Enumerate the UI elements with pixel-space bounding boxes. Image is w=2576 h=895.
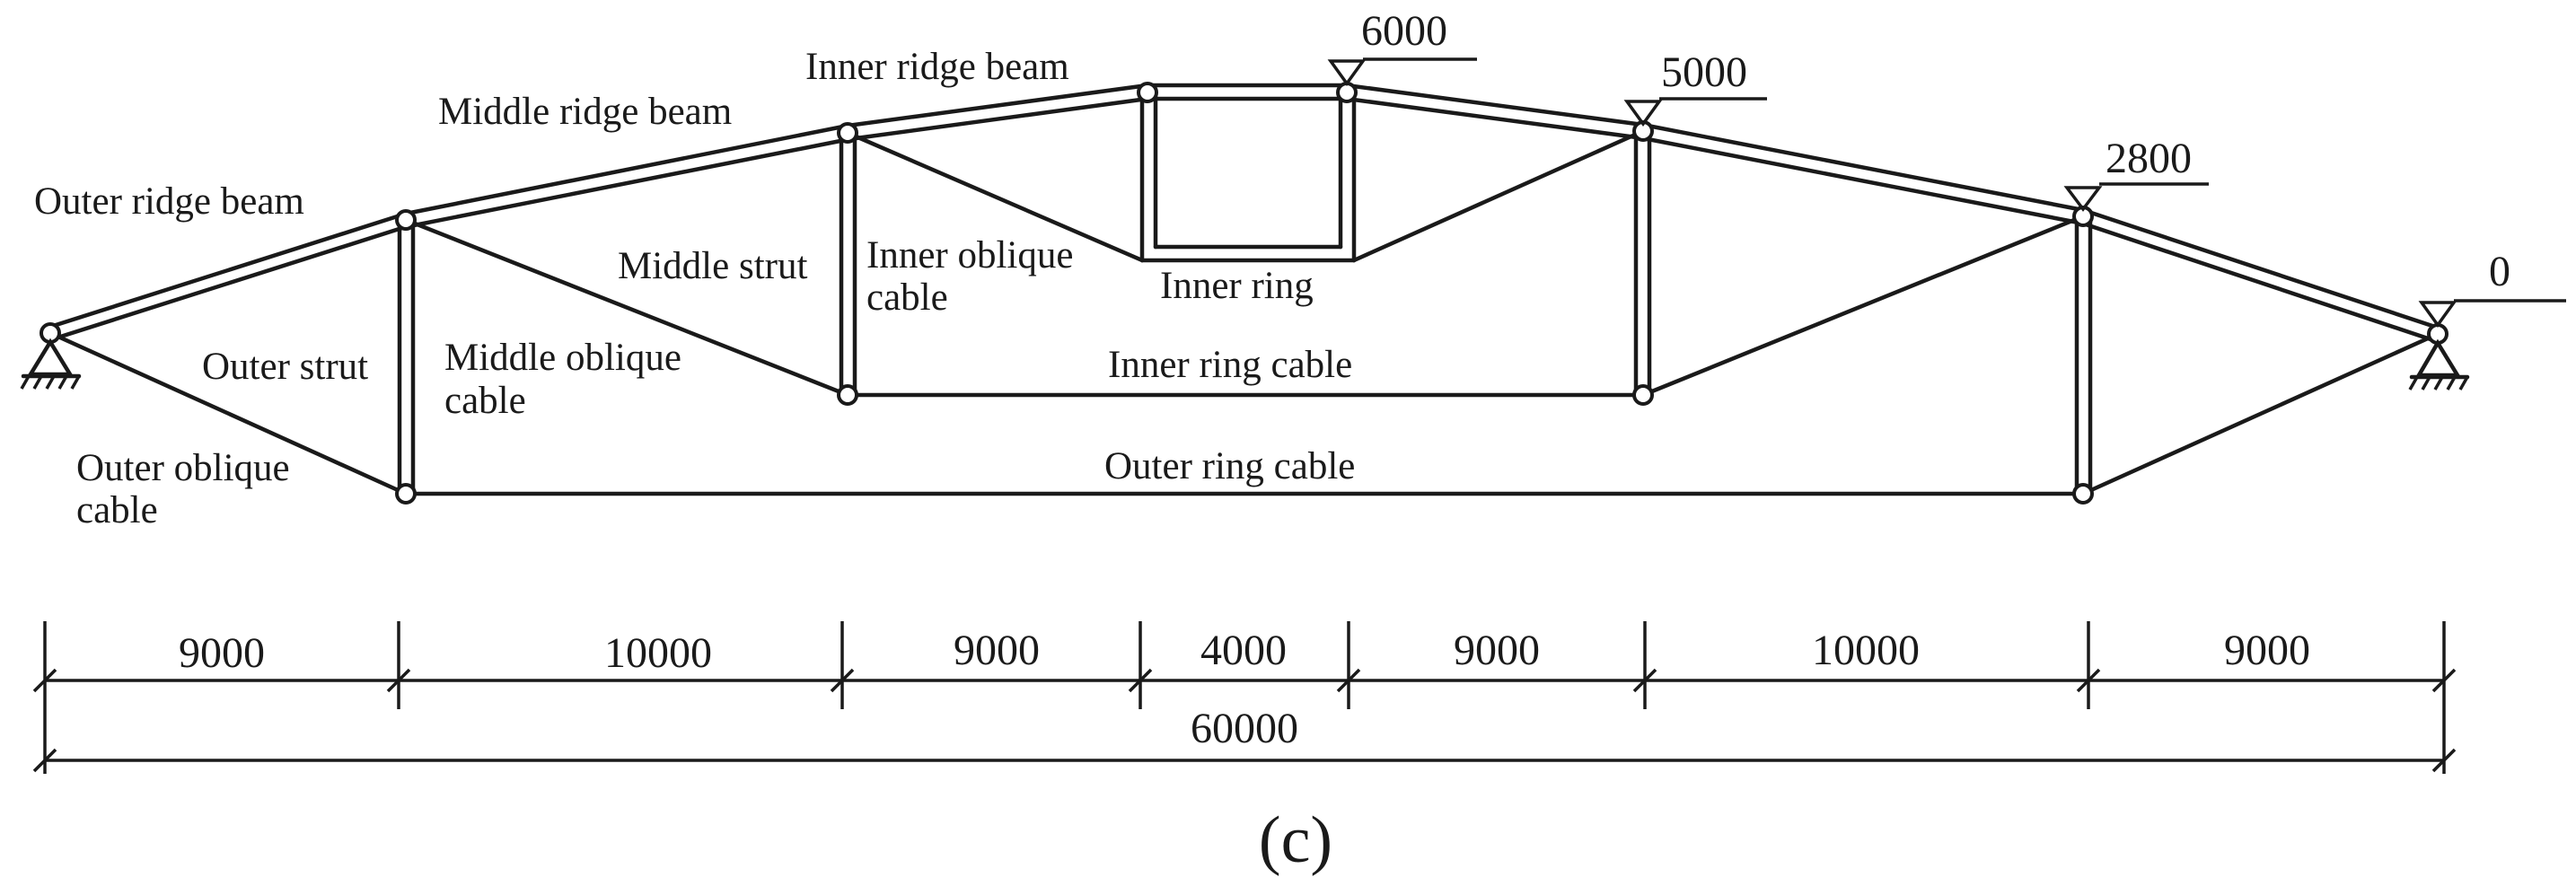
dimension-span-1: 9000	[179, 629, 265, 677]
label-inner-oblique-cable-2: cable	[866, 276, 948, 319]
inner-ridge-beam	[845, 83, 1350, 142]
label-outer-strut: Outer strut	[202, 346, 368, 388]
label-inner-ring: Inner ring	[1160, 265, 1314, 307]
inner-oblique-cable-right	[1351, 128, 1646, 263]
support-left	[20, 338, 82, 390]
middle-ridge-beam-right	[1344, 83, 1646, 141]
outer-strut-left	[397, 218, 416, 496]
dimension-total: 60000	[1191, 705, 1298, 752]
dimension-span-4: 4000	[1200, 627, 1287, 674]
elevation-label-support: 0	[2489, 248, 2510, 295]
label-outer-oblique-cable-1: Outer oblique	[76, 447, 290, 489]
joint	[1632, 384, 1654, 406]
label-middle-ridge-beam: Middle ridge beam	[438, 91, 732, 133]
label-outer-ring-cable: Outer ring cable	[1104, 445, 1355, 487]
inner-ring	[1139, 244, 1357, 263]
dimension-span-2: 10000	[604, 629, 712, 677]
elevation-marker-5000: 5000	[1623, 48, 1767, 127]
outer-oblique-cable-right	[2080, 331, 2440, 496]
label-inner-oblique-cable-1: Inner oblique	[866, 234, 1073, 276]
outer-ridge-beam-left	[48, 211, 410, 342]
joint	[395, 483, 417, 505]
outer-oblique-cable-left	[48, 330, 409, 496]
dimension-span-5: 9000	[1454, 627, 1540, 674]
label-middle-strut: Middle strut	[618, 245, 807, 287]
outer-ridge-beam-right	[1640, 122, 2440, 344]
elevation-marker-2800: 2800	[2063, 135, 2209, 212]
elevation-marker-6000: 6000	[1327, 7, 1477, 86]
cables	[48, 128, 2440, 496]
middle-oblique-cable-right	[1640, 214, 2086, 398]
dimension-span-6: 10000	[1812, 627, 1920, 674]
joint	[837, 122, 858, 144]
label-middle-oblique-cable-2: cable	[444, 380, 526, 422]
elevation-label-top: 6000	[1361, 7, 1447, 55]
middle-oblique-cable-left	[403, 217, 850, 398]
dimension-lines: 9000 10000 9000 4000 9000 10000 9000 600…	[32, 621, 2457, 774]
joint	[1137, 82, 1158, 103]
inner-ring-right-post	[1338, 89, 1357, 263]
label-middle-oblique-cable-1: Middle oblique	[444, 337, 681, 379]
dimension-span-7: 9000	[2224, 627, 2310, 674]
label-inner-ring-cable: Inner ring cable	[1108, 344, 1352, 386]
member-labels: Outer ridge beam Middle ridge beam Inner…	[34, 46, 1355, 531]
struts	[397, 89, 2093, 496]
joint	[2072, 483, 2094, 505]
support-right	[2408, 338, 2470, 390]
elevation-marker-0: 0	[2418, 248, 2566, 328]
inner-ring-left-post	[1139, 89, 1158, 263]
middle-strut-right	[1633, 128, 1652, 398]
joint	[1336, 82, 1358, 103]
ridge-beams	[48, 83, 2440, 344]
elevation-label-outer: 2800	[2106, 135, 2192, 182]
inner-oblique-cable-left	[845, 130, 1145, 263]
figure-caption: (c)	[1259, 803, 1332, 877]
label-inner-ridge-beam: Inner ridge beam	[805, 46, 1069, 88]
joint	[395, 209, 417, 231]
joint	[837, 384, 858, 406]
elevation-label-middle: 5000	[1661, 48, 1747, 96]
label-outer-ridge-beam: Outer ridge beam	[34, 180, 304, 223]
middle-strut-left	[839, 130, 857, 398]
middle-ridge-beam-left	[403, 123, 852, 229]
outer-strut-right	[2074, 214, 2093, 496]
dimension-span-3: 9000	[954, 627, 1040, 674]
label-outer-oblique-cable-2: cable	[76, 489, 158, 531]
